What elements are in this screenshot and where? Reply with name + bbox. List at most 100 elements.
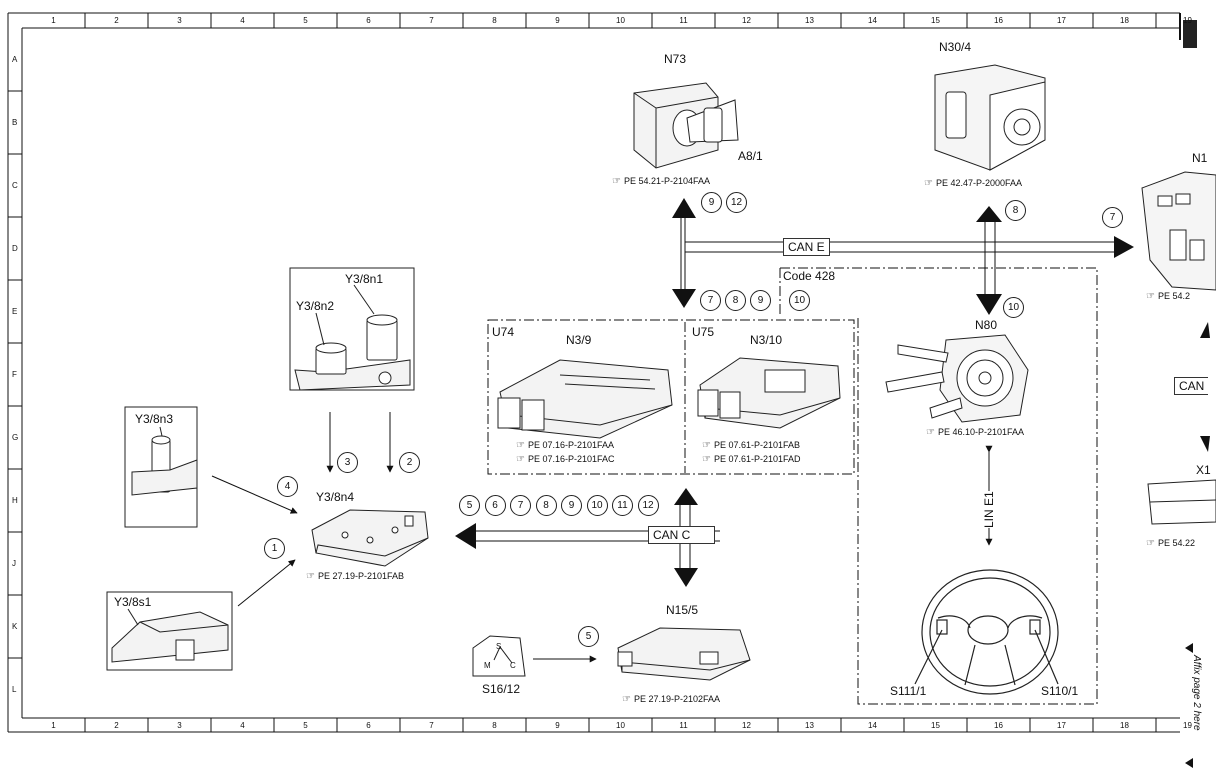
- grid-column-label: 18: [1120, 721, 1129, 730]
- ref-y3-8n4[interactable]: ☞PE 27.19-P-2101FAB: [306, 571, 405, 582]
- circle-can-c-7: 7: [510, 495, 531, 516]
- grid-column-label: 16: [994, 721, 1003, 730]
- grid-row-label: K: [12, 621, 18, 631]
- circle-y3-8n2: 3: [337, 452, 358, 473]
- label-y3-8s1: Y3/8s1: [114, 595, 152, 609]
- hand-pointer-icon: ☞: [516, 454, 525, 465]
- ecu-frame: [487, 319, 855, 475]
- circle-can-c-5: 5: [459, 495, 480, 516]
- arrow-up-ecu: [674, 488, 698, 505]
- label-n73: N73: [664, 52, 687, 66]
- hand-pointer-icon: ☞: [612, 176, 621, 187]
- grid-row-label: B: [12, 117, 18, 127]
- grid-column-label: 18: [1120, 16, 1129, 25]
- circle-y3-8s1: 1: [264, 538, 285, 559]
- ref-n3-9-a[interactable]: ☞PE 07.16-P-2101FAA: [516, 440, 615, 451]
- label-y3-8n4: Y3/8n4: [316, 490, 355, 504]
- edge-arrows: [1185, 322, 1210, 768]
- hand-pointer-icon: ☞: [924, 178, 933, 189]
- grid-row-label: C: [12, 180, 18, 190]
- grid-row-label: F: [12, 369, 17, 379]
- s16-12-drawing: [472, 635, 526, 677]
- grid-column-label: 6: [366, 16, 371, 25]
- grid-column-label: 11: [679, 721, 688, 730]
- ref-n3-9-b[interactable]: ☞PE 07.16-P-2101FAC: [516, 454, 615, 465]
- circle-n30-4: 8: [1005, 200, 1026, 221]
- circle-can-c-9: 9: [561, 495, 582, 516]
- arrow-up-n30-4: [976, 206, 1002, 222]
- y3-8n4-drawing: [311, 509, 429, 567]
- grid-row-label: L: [12, 684, 17, 694]
- label-a8-1: A8/1: [738, 149, 763, 163]
- circle-s16-12: 5: [578, 626, 599, 647]
- ref-x11[interactable]: ☞PE 54.22: [1146, 538, 1195, 549]
- hand-pointer-icon: ☞: [1146, 538, 1155, 549]
- grid-column-label: 17: [1057, 721, 1066, 730]
- grid-row-label: D: [12, 243, 18, 253]
- grid-column-label: 2: [114, 721, 119, 730]
- hand-pointer-icon: ☞: [306, 571, 315, 582]
- grid-column-label: 4: [240, 721, 245, 730]
- circle-can-c-8: 8: [535, 495, 557, 516]
- label-n80: N80: [975, 318, 998, 332]
- ref-n15-5[interactable]: ☞PE 27.19-P-2102FAA: [622, 694, 721, 705]
- bus-can-c: CAN C: [648, 526, 716, 544]
- n3-9-ecu-drawing: [497, 359, 673, 439]
- label-s110-1: S110/1: [1041, 684, 1079, 698]
- circle-hub-a: 7: [700, 290, 721, 311]
- ref-n3-10-a[interactable]: ☞PE 07.61-P-2101FAB: [702, 440, 801, 451]
- grid-row-label: H: [12, 495, 18, 505]
- arrow-right-n1: [1114, 236, 1134, 258]
- circle-n73-a: 9: [701, 192, 722, 213]
- grid-column-label: 15: [931, 16, 940, 25]
- hand-pointer-icon: ☞: [1146, 291, 1155, 302]
- affix-page-note: Affix page 2 here: [1191, 655, 1202, 731]
- label-x11: X1: [1196, 463, 1211, 477]
- circle-can-c-10: 10: [586, 495, 608, 516]
- label-n3-9: N3/9: [566, 333, 592, 347]
- grid-column-label: 14: [868, 721, 877, 730]
- bus-can-right: CAN: [1174, 377, 1209, 395]
- circle-n73-b: 12: [726, 192, 747, 213]
- grid-column-label: 11: [679, 16, 688, 25]
- circle-can-c-11: 11: [612, 495, 633, 516]
- grid-column-label: 7: [429, 721, 434, 730]
- circle-can-c-12: 12: [637, 495, 659, 516]
- hand-pointer-icon: ☞: [702, 454, 711, 465]
- hand-pointer-icon: ☞: [702, 440, 711, 451]
- grid-column-label: 12: [742, 721, 751, 730]
- grid-column-label: 13: [805, 16, 814, 25]
- grid-row-label: G: [12, 432, 19, 442]
- grid-row-label: E: [12, 306, 18, 316]
- grid-column-label: 16: [994, 16, 1003, 25]
- ref-n1[interactable]: ☞PE 54.2: [1146, 291, 1190, 302]
- grid-row-label: A: [12, 54, 18, 64]
- grid-column-label: 9: [555, 721, 560, 730]
- speed-sensor-box: [289, 267, 415, 391]
- grid-column-label: 8: [492, 16, 497, 25]
- grid-column-label: 15: [931, 721, 940, 730]
- ref-n80[interactable]: ☞PE 46.10-P-2101FAA: [926, 427, 1025, 438]
- label-y3-8n1: Y3/8n1: [345, 272, 384, 286]
- circle-y3-8n1: 2: [399, 452, 420, 473]
- bus-lin-e1: LIN E1: [982, 491, 996, 528]
- sheet-corner-mark: [1179, 13, 1197, 48]
- grid-column-label: 4: [240, 16, 245, 25]
- grid-column-label: 2: [114, 16, 119, 25]
- ref-n73[interactable]: ☞PE 54.21-P-2104FAA: [612, 176, 711, 187]
- circle-hub-b: 8: [725, 290, 746, 311]
- code-428-label: Code 428: [783, 269, 836, 283]
- grid-column-label: 5: [303, 16, 308, 25]
- label-s111-1: S111/1: [890, 684, 927, 698]
- arrow-down-n15-5: [674, 568, 698, 587]
- grid-column-label: 3: [177, 721, 182, 730]
- grid-ticks: [8, 13, 1157, 732]
- circle-y3-8n3: 4: [277, 476, 298, 497]
- drawing-frame: [7, 12, 1180, 733]
- grid-column-label: 14: [868, 16, 877, 25]
- ref-n30-4[interactable]: ☞PE 42.47-P-2000FAA: [924, 178, 1023, 189]
- ref-n3-10-b[interactable]: ☞PE 07.61-P-2101FAD: [702, 454, 801, 465]
- grid-column-label: 1: [51, 16, 56, 25]
